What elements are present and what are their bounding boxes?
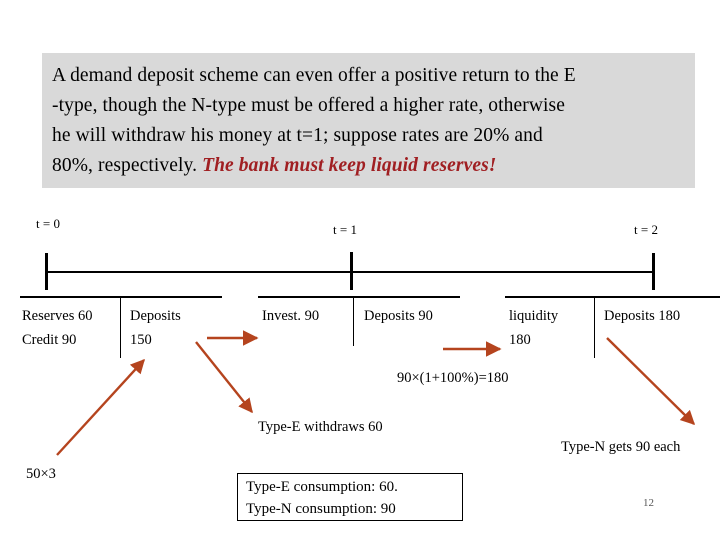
balance-sheet-t0: Reserves 60 Credit 90 Deposits 150 bbox=[20, 296, 222, 358]
header-statement-text: A demand deposit scheme can even offer a… bbox=[52, 61, 685, 181]
header-line-2: -type, though the N-type must be offered… bbox=[52, 95, 565, 116]
timeline-tick-t0 bbox=[45, 253, 48, 290]
timeline-tick-t1 bbox=[350, 252, 353, 290]
balance-sheet-t0-divider bbox=[120, 298, 121, 358]
balance-sheet-t0-liability-2: 150 bbox=[130, 332, 152, 348]
balance-sheet-t1: Invest. 90 Deposits 90 bbox=[258, 296, 460, 346]
timeline-label-t1: t = 1 bbox=[333, 222, 357, 237]
annotation-type-e-withdraws: Type-E withdraws 60 bbox=[258, 419, 383, 435]
balance-sheet-t0-top-rule bbox=[20, 296, 222, 298]
timeline-label-t2: t = 2 bbox=[634, 222, 658, 237]
consumption-line-type-n: Type-N consumption: 90 bbox=[246, 501, 396, 517]
balance-sheet-t2-asset-1: liquidity bbox=[509, 308, 559, 324]
balance-sheet-t1-top-rule bbox=[258, 296, 460, 298]
balance-sheet-t2-liability-1: Deposits 180 bbox=[604, 308, 681, 324]
header-line-4-prefix: 80%, respectively. bbox=[52, 155, 203, 176]
consumption-line-type-e: Type-E consumption: 60. bbox=[246, 479, 398, 495]
page-number: 12 bbox=[643, 497, 654, 509]
balance-sheet-t2: liquidity 180 Deposits 180 bbox=[505, 296, 720, 358]
header-line-1: A demand deposit scheme can even offer a… bbox=[52, 65, 576, 86]
balance-sheet-t2-divider bbox=[594, 298, 595, 358]
timeline-tick-t2 bbox=[652, 253, 655, 290]
balance-sheet-t0-asset-1: Reserves 60 bbox=[22, 308, 93, 324]
balance-sheet-t2-asset-2: 180 bbox=[509, 332, 531, 348]
balance-sheet-t2-top-rule bbox=[505, 296, 720, 298]
timeline-label-t0: t = 0 bbox=[36, 216, 60, 231]
header-emphasis-text: The bank must keep liquid reserves! bbox=[202, 155, 497, 176]
balance-sheet-t1-asset-1: Invest. 90 bbox=[262, 308, 320, 324]
balance-sheet-t0-asset-2: Credit 90 bbox=[22, 332, 77, 348]
consumption-summary-box: Type-E consumption: 60. Type-N consumpti… bbox=[237, 473, 463, 521]
timeline-axis bbox=[45, 271, 653, 273]
balance-sheet-t0-liability-1: Deposits bbox=[130, 308, 181, 324]
annotation-deposit-inflow: 50×3 bbox=[26, 466, 56, 482]
arrow-deposit-inflow-to-deposits bbox=[56, 358, 145, 456]
header-statement-box: A demand deposit scheme can even offer a… bbox=[42, 53, 695, 188]
annotation-growth-formula: 90×(1+100%)=180 bbox=[397, 370, 509, 386]
balance-sheet-t1-divider bbox=[353, 298, 354, 346]
annotation-type-n-gets: Type-N gets 90 each bbox=[561, 439, 681, 455]
balance-sheet-t1-liability-1: Deposits 90 bbox=[364, 308, 433, 324]
header-line-3: he will withdraw his money at t=1; suppo… bbox=[52, 125, 543, 146]
